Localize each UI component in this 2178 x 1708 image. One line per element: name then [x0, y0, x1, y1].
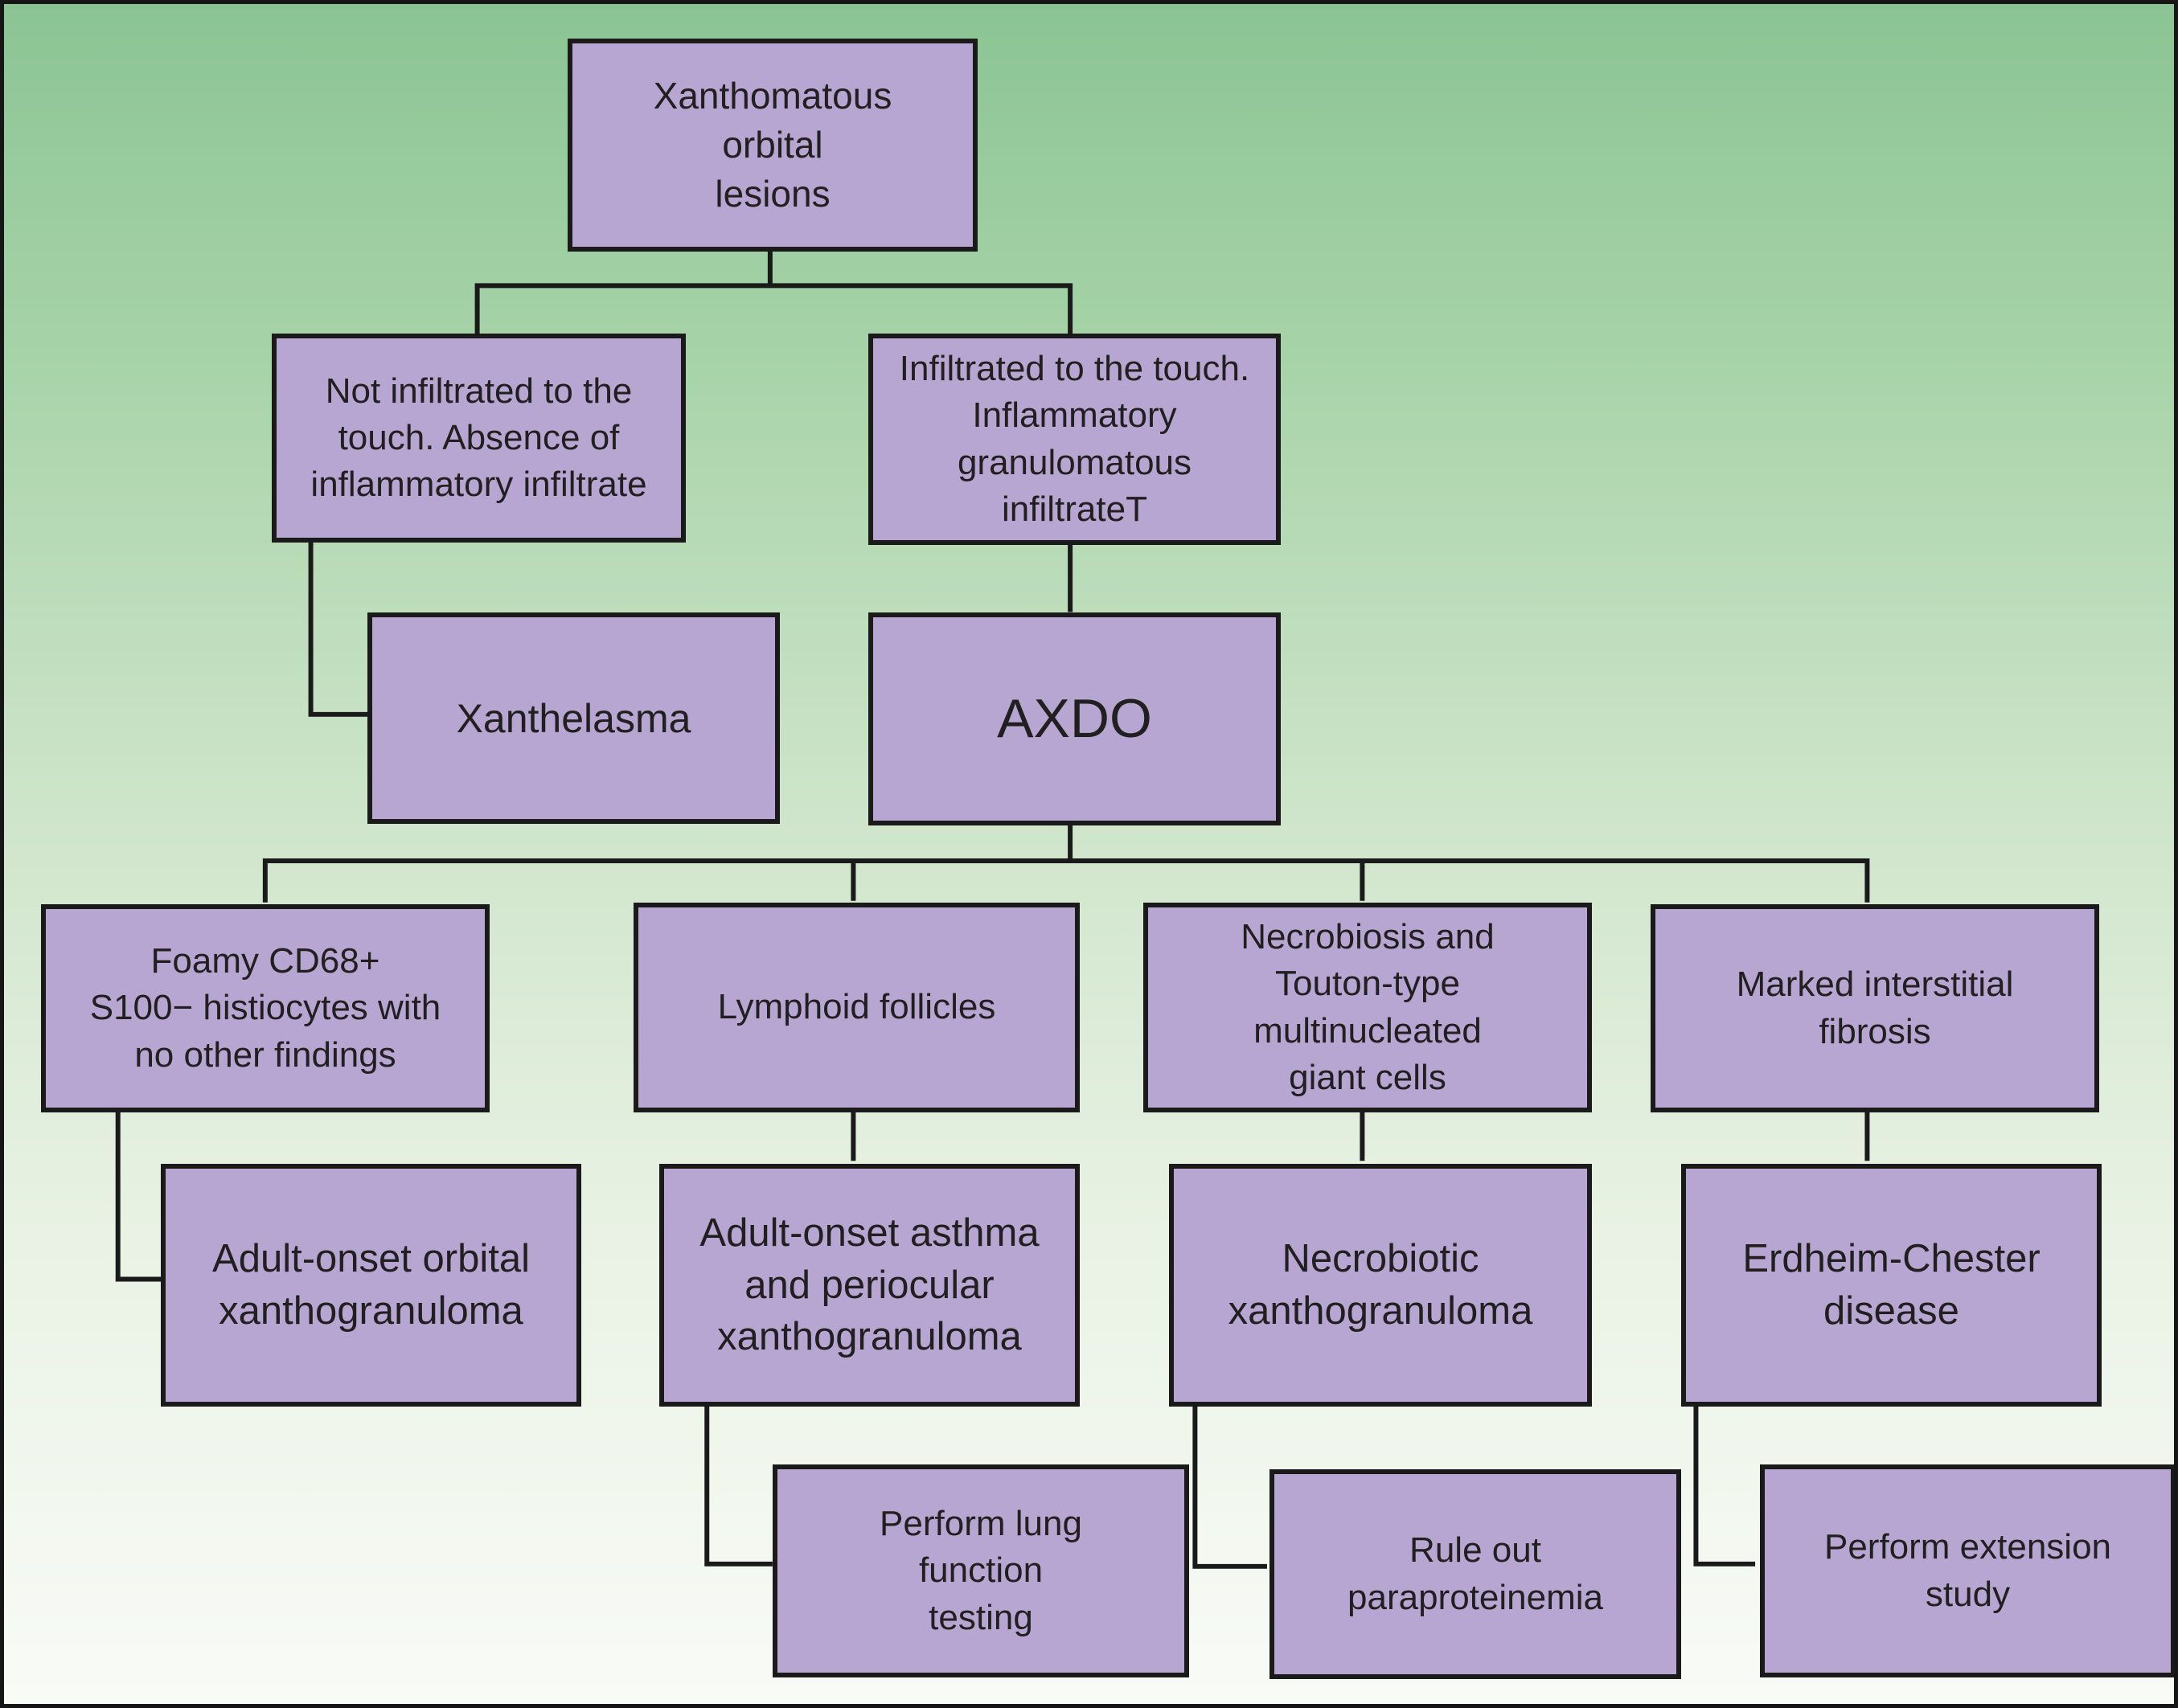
node-not-infiltrated: Not infiltrated to the touch. Absence of…: [272, 334, 686, 543]
node-axdo: AXDO: [868, 612, 1281, 825]
node-label: Xanthelasma: [456, 695, 691, 741]
node-label: Not infiltrated to the touch. Absence of…: [310, 371, 647, 505]
node-lung-function-testing: Perform lung function testing: [773, 1464, 1189, 1677]
node-foamy-histiocytes: Foamy CD68+ S100− histiocytes with no ot…: [41, 904, 490, 1112]
flowchart-connectors: [115, 248, 1870, 1569]
node-label: Lymphoid follicles: [717, 987, 996, 1027]
node-rule-out-paraproteinemia: Rule out paraproteinemia: [1269, 1469, 1681, 1679]
node-label: Perform lung function testing: [880, 1504, 1082, 1637]
node-lymphoid-follicles: Lymphoid follicles: [634, 903, 1080, 1112]
node-label: Foamy CD68+ S100− histiocytes with no ot…: [89, 941, 441, 1075]
node-extension-study: Perform extension study: [1760, 1464, 2174, 1677]
node-infiltrated: Infiltrated to the touch. Inflammatory g…: [868, 334, 1281, 545]
connector-notinfiltrated-xanthelasma: [308, 536, 370, 717]
node-label: Necrobiotic xanthogranuloma: [1228, 1237, 1533, 1333]
node-label: Infiltrated to the touch. Inflammatory g…: [899, 349, 1250, 529]
node-label: Adult-onset orbital xanthogranuloma: [212, 1237, 530, 1333]
node-label: Marked interstitial fibrosis: [1736, 965, 2014, 1051]
node-necrobiotic-xanthogranuloma: Necrobiotic xanthogranuloma: [1169, 1164, 1592, 1407]
node-label: Necrobiosis and Touton-type multinucleat…: [1241, 917, 1495, 1097]
node-label: Rule out paraproteinemia: [1347, 1530, 1603, 1617]
node-label: AXDO: [997, 687, 1152, 749]
node-xanthelasma: Xanthelasma: [367, 612, 780, 824]
connector-nxg-paraproteinemia: [1192, 1397, 1267, 1569]
connector-axdo-split: [262, 819, 1870, 903]
node-xanthomatous-orbital-lesions: Xanthomatous orbital lesions: [568, 39, 978, 252]
connector-ecd-extension: [1693, 1397, 1756, 1567]
node-adult-onset-asthma-periocular-xanthogranuloma: Adult-onset asthma and periocular xantho…: [659, 1164, 1080, 1407]
node-adult-onset-orbital-xanthogranuloma: Adult-onset orbital xanthogranuloma: [161, 1164, 581, 1407]
node-label: Perform extension study: [1823, 1527, 2112, 1614]
connector-root-split: [474, 248, 1073, 335]
node-necrobiosis-giant-cells: Necrobiosis and Touton-type multinucleat…: [1143, 903, 1592, 1112]
node-label: Adult-onset asthma and periocular xantho…: [699, 1210, 1040, 1359]
connector-foamy-aoxg: [115, 1104, 164, 1282]
connector-asthma-lung: [704, 1397, 773, 1567]
node-label: Erdheim-Chester disease: [1742, 1237, 2041, 1333]
node-erdheim-chester-disease: Erdheim-Chester disease: [1681, 1164, 2102, 1407]
node-label: Xanthomatous orbital lesions: [653, 75, 892, 215]
node-interstitial-fibrosis: Marked interstitial fibrosis: [1651, 904, 2099, 1112]
